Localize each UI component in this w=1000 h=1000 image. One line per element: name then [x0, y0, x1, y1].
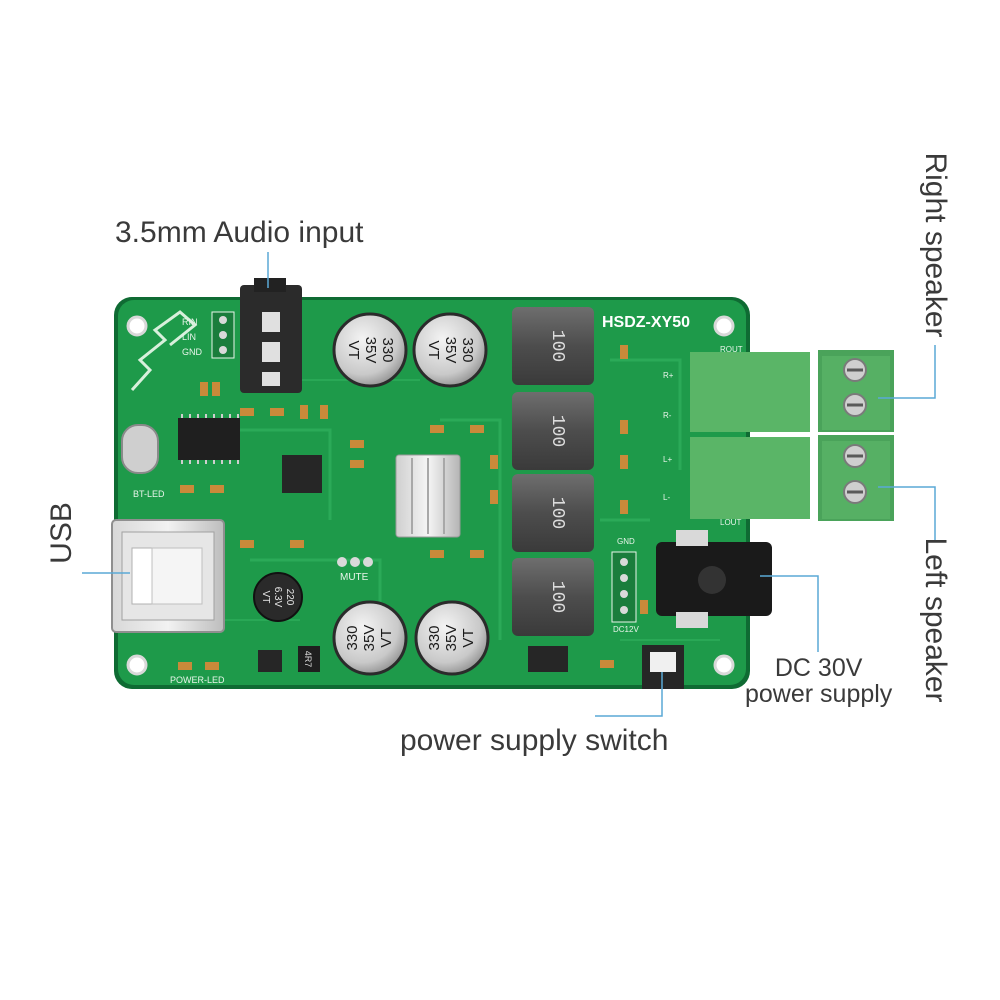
svg-text:35V: 35V: [361, 625, 378, 652]
svg-text:330: 330: [379, 337, 396, 362]
r-plus-label: R+: [663, 371, 674, 380]
svg-text:330: 330: [459, 337, 476, 362]
power-switch-label: power supply switch: [400, 724, 669, 757]
leader-left-speaker: [878, 486, 936, 540]
lout-label: LOUT: [720, 518, 741, 527]
power-led-label: POWER-LED: [170, 675, 225, 685]
bt-led-label: BT-LED: [133, 489, 165, 499]
capacitor: 330 35V VT: [412, 312, 488, 388]
leader-lines: [82, 252, 936, 717]
svg-text:VT: VT: [425, 340, 442, 359]
power-switch: [642, 645, 684, 689]
bluetooth-chip: [178, 414, 240, 464]
right-speaker-label: Right speaker: [919, 152, 952, 338]
l-plus-label: L+: [663, 455, 672, 464]
rout-label: ROUT: [720, 345, 743, 354]
capacitor: 330 35V VT: [414, 600, 490, 676]
svg-text:35V: 35V: [443, 625, 460, 652]
svg-text:100: 100: [547, 497, 567, 529]
pin-label-rin: RIN: [182, 317, 198, 327]
svg-text:100: 100: [547, 581, 567, 613]
small-capacitor: 220 6.3V VT: [253, 572, 303, 622]
board-model-label: HSDZ-XY50: [602, 314, 690, 331]
mounting-hole: [713, 315, 735, 337]
ic-chip: [282, 455, 322, 493]
inductor: 100: [512, 392, 594, 470]
smd-components: [178, 345, 648, 670]
svg-text:35V: 35V: [442, 337, 459, 364]
dc-power-label: DC 30V power supply: [745, 655, 892, 707]
mounting-hole: [126, 654, 148, 676]
usb-label: USB: [45, 502, 78, 564]
capacitor: 330 35V VT: [332, 312, 408, 388]
svg-text:6.3V: 6.3V: [272, 587, 283, 608]
mounting-hole: [126, 315, 148, 337]
svg-text:330: 330: [344, 625, 361, 650]
leader-dc: [760, 575, 819, 652]
terminal-block-right: [690, 350, 894, 432]
dc-jack: [656, 530, 772, 628]
leader-right-speaker: [878, 345, 936, 399]
inductor-group: 100 100 100 100: [512, 307, 594, 636]
dc12v-label: DC12V: [613, 625, 639, 634]
audio-header-pins: [211, 311, 235, 359]
inductor: 100: [512, 474, 594, 552]
dc-power-label-line2: power supply: [745, 680, 893, 708]
leader-switch: [595, 672, 663, 717]
terminal-block-left: [690, 435, 894, 521]
pin-label-gnd: GND: [182, 347, 203, 357]
mounting-hole: [713, 654, 735, 676]
svg-text:100: 100: [547, 415, 567, 447]
heatsink: [395, 454, 461, 538]
svg-text:VT: VT: [378, 628, 395, 647]
crystal: [121, 424, 159, 474]
dc-power-label-line1: DC 30V: [774, 654, 863, 682]
bluetooth-antenna: [130, 310, 198, 392]
svg-text:100: 100: [547, 330, 567, 362]
r-minus-label: R-: [663, 411, 672, 420]
svg-text:330: 330: [426, 625, 443, 650]
svg-text:VT: VT: [345, 340, 362, 359]
pin-label-lin: LIN: [182, 332, 196, 342]
svg-text:VT: VT: [460, 628, 477, 647]
left-speaker-label: Left speaker: [919, 537, 952, 703]
audio-jack: [240, 278, 302, 393]
mute-pads: [337, 557, 373, 567]
l-minus-label: L-: [663, 493, 670, 502]
mute-label: MUTE: [340, 572, 369, 583]
inductor: 100: [512, 558, 594, 636]
capacitor: 330 35V VT: [332, 600, 408, 676]
power-header-pins: [611, 551, 637, 623]
usb-port: [111, 519, 225, 633]
svg-text:VT: VT: [260, 591, 271, 604]
svg-text:220: 220: [284, 589, 295, 606]
inductor: 100: [512, 307, 594, 385]
audio-input-label: 3.5mm Audio input: [115, 216, 364, 249]
svg-text:4R7: 4R7: [303, 651, 313, 668]
mosfet: 4R7: [258, 646, 568, 672]
gnd-label: GND: [617, 537, 635, 546]
svg-text:35V: 35V: [362, 337, 379, 364]
